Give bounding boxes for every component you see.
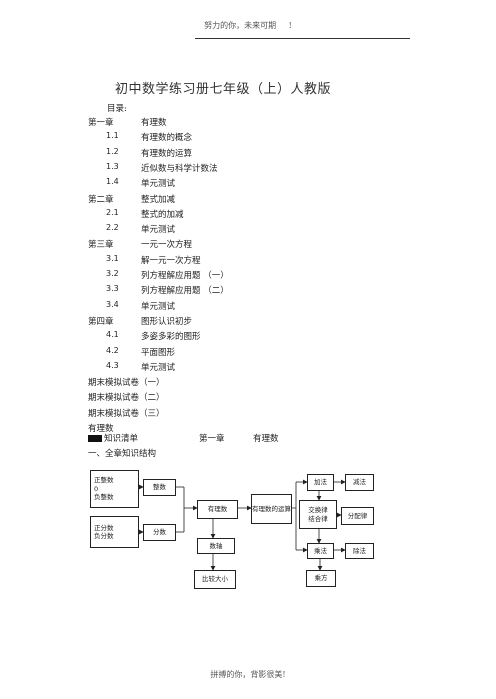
header-mark: !	[288, 21, 292, 30]
page-footer: 拼搏的你，背影很美!	[210, 670, 286, 679]
header-rule	[195, 38, 410, 39]
positive-integer-label: 正整数	[94, 476, 114, 485]
toc-entry-title: 列方程解应用题 （二）	[141, 286, 229, 296]
negative-integer-label: 负整数	[94, 493, 114, 502]
document-title: 初中数学练习册七年级（上）人教版	[115, 82, 332, 97]
toc-entry-number: 4.2	[106, 346, 119, 355]
toc-entry-number: 1.2	[106, 147, 119, 156]
page-header: 努力的你，未来可期 !	[0, 20, 496, 31]
power-box: 乘方	[306, 570, 336, 587]
toc-entry-title: 平面图形	[141, 348, 176, 358]
negative-fraction-label: 负分数	[94, 532, 114, 540]
distributive-law-box: 分配律	[341, 507, 374, 525]
toc-entry-title: 单元测试	[141, 225, 176, 235]
toc-entry-number: 期末模拟试卷（二）	[88, 393, 165, 403]
knowledge-label: 知识清单	[104, 434, 139, 444]
laws-box: 交换律 结合律	[299, 500, 337, 529]
toc-entry-title: 多姿多彩的图形	[141, 332, 201, 342]
rational-number-box: 有理数	[197, 500, 238, 519]
toc-entry-number: 3.4	[106, 300, 119, 309]
toc-entry-number: 3.3	[106, 284, 119, 293]
toc-entry-title: 有理数的运算	[141, 149, 193, 159]
toc-entry-title: 解一元一次方程	[141, 256, 201, 266]
toc-entry-number: 有理数	[88, 424, 114, 434]
toc-entry-title: 单元测试	[141, 179, 176, 189]
header-text: 努力的你，未来可期	[204, 21, 277, 30]
rational-operations-box: 有理数的运算	[251, 494, 292, 524]
toc-entry-number: 1.1	[106, 131, 119, 140]
toc-entry-number: 期末模拟试卷（一）	[88, 378, 165, 388]
toc-entry-title: 近似数与科学计数法	[141, 164, 218, 174]
integer-types-box: 正整数 0 负整数	[90, 470, 139, 508]
toc-entry-number: 期末模拟试卷（三）	[88, 409, 165, 419]
number-line-box: 数轴	[197, 538, 235, 554]
toc-entry-number: 3.1	[106, 254, 119, 263]
black-mark-icon	[88, 435, 102, 442]
toc-entry-title: 单元测试	[141, 363, 176, 373]
toc-entry-number: 第四章	[88, 317, 114, 327]
addition-box: 加法	[307, 474, 334, 491]
multiplication-box: 乘法	[307, 543, 334, 559]
toc-label: 目录:	[107, 104, 127, 114]
toc-entry-title: 整式的加减	[141, 210, 184, 220]
section-heading: 一、全章知识结构	[88, 449, 157, 459]
toc-entry-title: 整式加减	[141, 195, 176, 205]
associative-law-label: 结合律	[308, 514, 328, 523]
knowledge-topic: 有理数	[253, 434, 279, 444]
knowledge-line: 知识清单 第一章 有理数	[88, 432, 279, 444]
fraction-box: 分数	[143, 524, 176, 541]
subtraction-box: 减法	[345, 474, 374, 491]
commutative-law-label: 交换律	[308, 506, 328, 515]
toc-entry-title: 有理数	[141, 118, 167, 128]
toc-entry-title: 一元一次方程	[141, 240, 193, 250]
zero-label: 0	[94, 484, 99, 493]
toc-entry-number: 第二章	[88, 195, 114, 205]
knowledge-chapter: 第一章	[199, 434, 225, 444]
integer-box: 整数	[143, 479, 176, 496]
positive-fraction-label: 正分数	[94, 523, 114, 532]
toc-entry-number: 第三章	[88, 240, 114, 250]
division-box: 除法	[345, 543, 374, 559]
toc-entry-number: 2.1	[106, 208, 119, 217]
toc-entry-number: 4.3	[106, 361, 119, 370]
toc-entry-number: 2.2	[106, 223, 119, 232]
fraction-types-box: 正分数 负分数	[90, 516, 139, 548]
toc-entry-title: 有理数的概念	[141, 133, 193, 143]
toc-entry-title: 列方程解应用题 （一）	[141, 271, 229, 281]
toc-entry-number: 1.3	[106, 162, 119, 171]
compare-size-box: 比较大小	[194, 570, 236, 589]
toc-entry-title: 单元测试	[141, 302, 176, 312]
toc-entry-number: 1.4	[106, 177, 119, 186]
toc-entry-number: 3.2	[106, 269, 119, 278]
toc-entry-title: 图形认识初步	[141, 317, 193, 327]
toc-entry-number: 第一章	[88, 118, 114, 128]
toc-entry-number: 4.1	[106, 330, 119, 339]
